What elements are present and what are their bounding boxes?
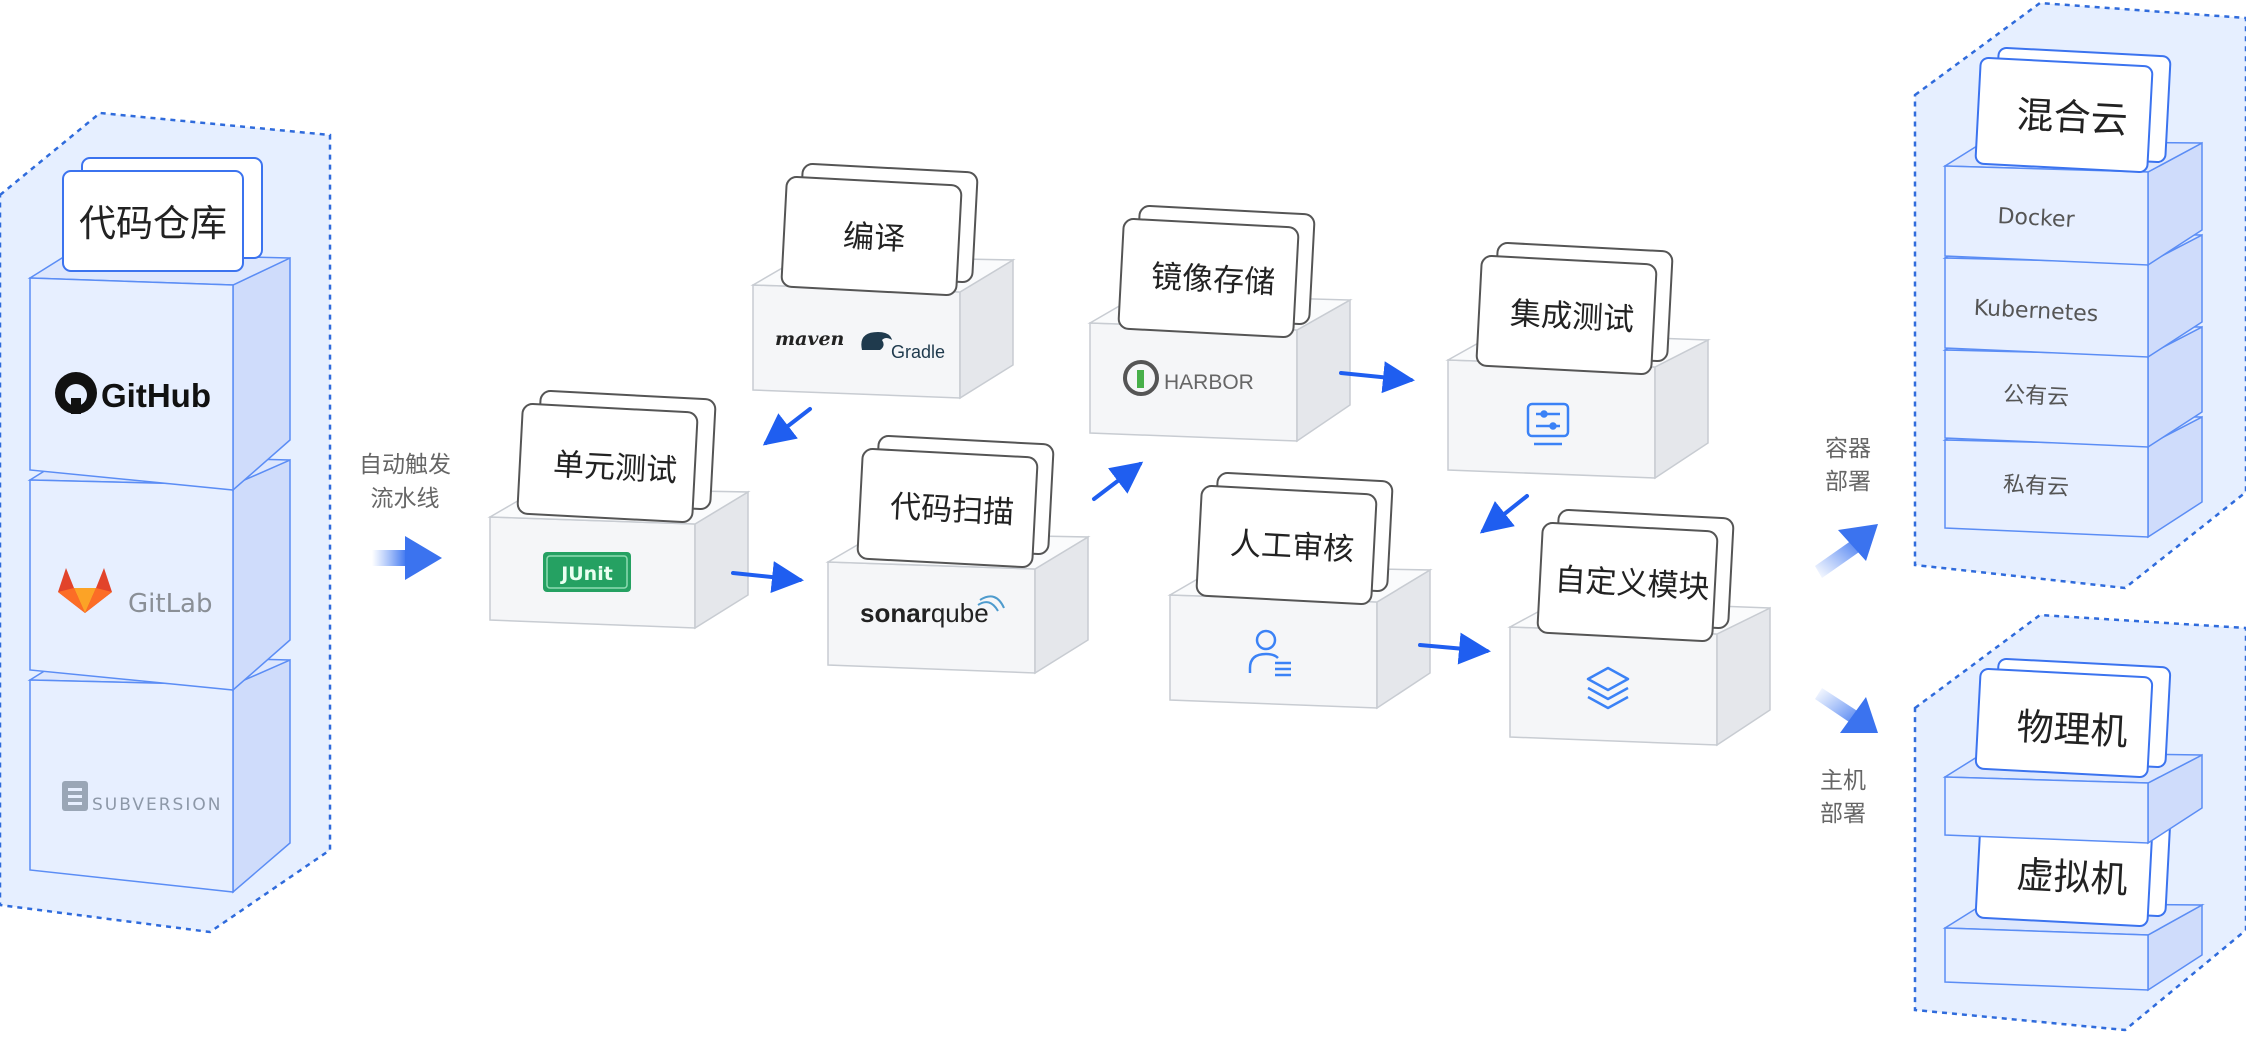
sonar-logo: sonarqube [860,598,989,628]
stage-compile: 编译 maven Gradle [750,163,1016,400]
github-label: GitHub [101,377,211,414]
deploy-host: 主机 部署 [1815,688,1878,827]
arrow-image-to-integration [1339,361,1415,394]
public-cloud-label: 公有云 [2002,382,2069,410]
trigger-line1: 自动触发 [359,452,451,478]
private-cloud-label: 私有云 [2002,472,2069,500]
subversion-icon [62,781,88,811]
host-deploy-line2: 部署 [1820,801,1866,827]
harbor-icon [1123,360,1159,396]
stage-unit-test: 单元测试 JUnit [487,390,751,630]
gradle-logo: Gradle [891,342,945,362]
docker-label: Docker [1997,204,2076,233]
sonar-text: sonar [860,598,931,628]
github-icon [55,372,97,414]
machine-panel: 虚拟机 物理机 [1913,613,2246,1032]
stage-code-scan: 代码扫描 sonarqube [825,435,1091,675]
code-scan-label: 代码扫描 [889,489,1015,531]
container-deploy-line1: 容器 [1825,436,1871,462]
cloud-title: 混合云 [2016,93,2129,142]
arrow-unit-to-scan [731,561,804,594]
repo-title-tag: 代码仓库 [62,157,263,272]
user-review-icon [1248,629,1291,677]
stage-custom-module: 自定义模块 [1507,509,1771,747]
gitlab-label: GitLab [128,589,213,619]
sonar-waves-icon [977,595,1005,612]
virtual-machine-label: 虚拟机 [2016,853,2129,902]
cloud-panel: 私有云 公有云 Kubernetes Docker 混合云 [1913,1,2246,590]
image-store-label: 镜像存储 [1150,259,1276,301]
arrow-integration-to-review [1479,494,1529,534]
github-block: GitHub [27,252,291,492]
trigger-line2: 流水线 [371,486,440,512]
stage-manual-review: 人工审核 [1167,472,1433,710]
gradle-icon [861,332,892,350]
container-deploy-line2: 部署 [1825,469,1871,495]
host-deploy-arrow [1815,688,1878,733]
integration-test-label: 集成测试 [1509,296,1635,338]
arrow-review-to-custom [1418,632,1491,665]
maven-logo: maven [775,328,844,350]
trigger: 自动触发 流水线 [359,452,451,580]
arrow-compile-to-unit [762,407,812,446]
cloud-title-tag: 混合云 [1974,46,2172,174]
subversion-block: SUBVERSION [27,640,291,894]
repo-panel: SUBVERSION GitLab GitHu [0,111,332,934]
arrow-scan-to-image [1092,461,1144,501]
junit-logo: JUnit [543,552,631,592]
layers-icon [1586,666,1630,710]
monitor-settings-icon [1526,402,1570,446]
physical-machine-label: 物理机 [2016,705,2129,754]
deploy-container: 容器 部署 [1815,436,1878,578]
trigger-arrow [372,536,442,580]
junit-label: JUnit [559,563,613,585]
compile-label: 编译 [842,218,906,257]
custom-module-label: 自定义模块 [1554,562,1711,606]
gitlab-block: GitLab [27,454,291,692]
harbor-logo: HARBOR [1164,371,1254,394]
flow-arrows [731,361,1529,665]
qube-text: qube [931,598,989,628]
physical-machine-tag: 物理机 [1974,657,2172,779]
stage-image-store: 镜像存储 HARBOR [1087,205,1353,443]
repo-title: 代码仓库 [79,202,227,245]
stage-integration-test: 集成测试 [1445,242,1711,480]
container-deploy-arrow [1815,524,1878,578]
host-deploy-line1: 主机 [1820,768,1866,794]
manual-review-label: 人工审核 [1229,526,1355,568]
gitlab-icon [58,568,112,613]
unit-test-label: 单元测试 [552,447,678,489]
subversion-label: SUBVERSION [92,795,222,815]
